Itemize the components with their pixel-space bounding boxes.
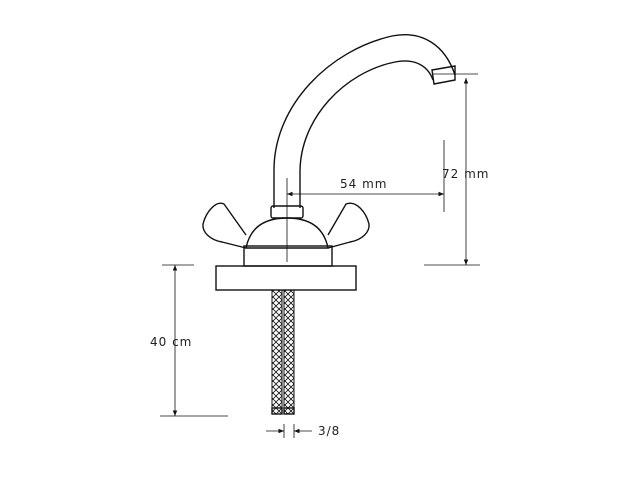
spout <box>273 34 456 208</box>
thread-size-label: 3/8 <box>318 424 340 438</box>
right-handle <box>327 202 370 249</box>
hose-length-dimension: 40 cm <box>150 264 228 417</box>
mixer-body <box>202 202 370 267</box>
reach-dimension: 54 mm <box>287 140 445 212</box>
left-handle <box>202 202 247 249</box>
braided-hoses <box>271 289 295 415</box>
mounting-plate <box>215 265 357 291</box>
height-dimension: 72 mm <box>424 73 489 266</box>
thread-dimension: 3/8 <box>266 424 340 438</box>
hose-length-label: 40 cm <box>150 335 192 349</box>
reach-dimension-label: 54 mm <box>340 177 387 191</box>
height-dimension-label: 72 mm <box>442 167 489 181</box>
